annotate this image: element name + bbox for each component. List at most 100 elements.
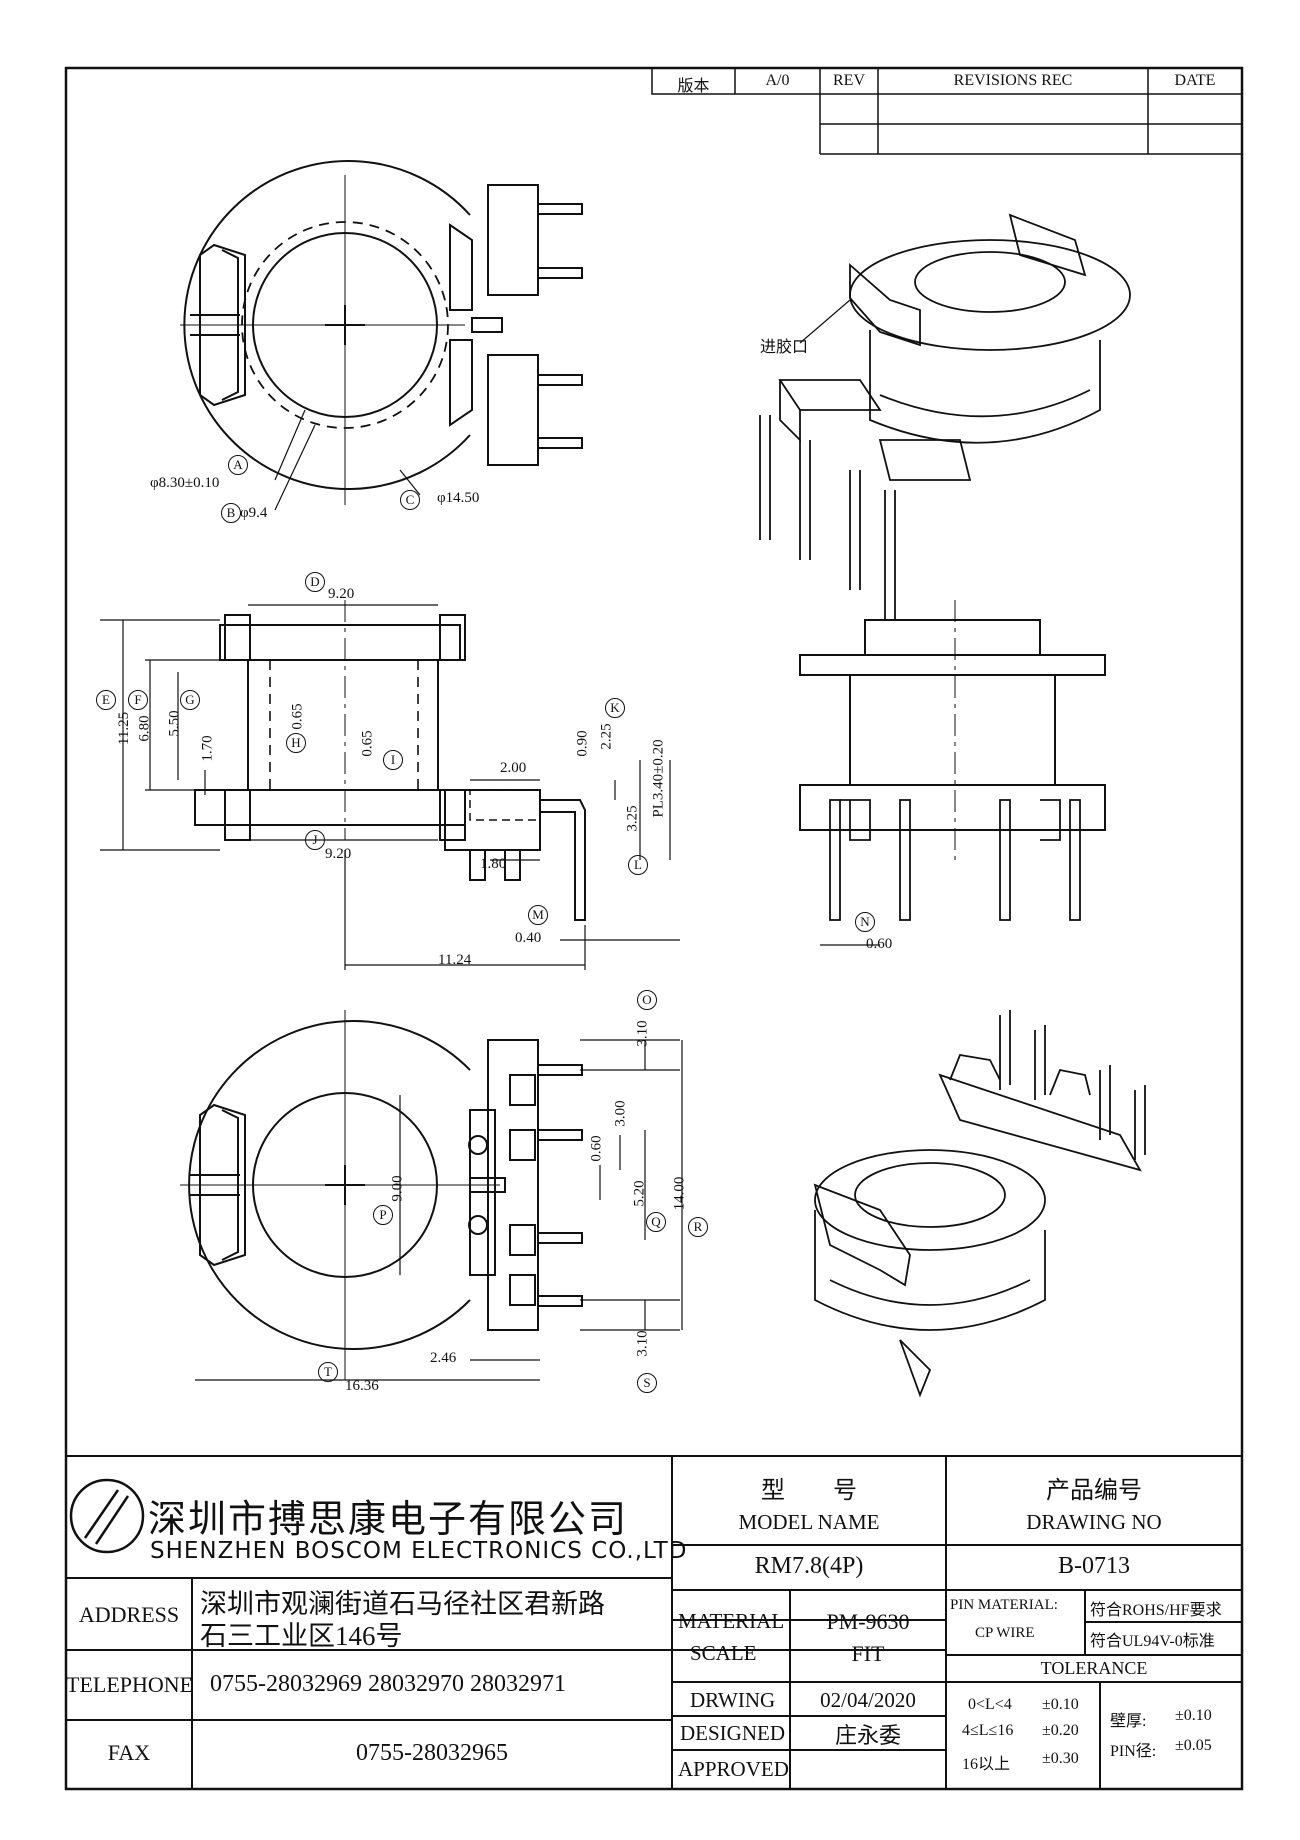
dim-K2-text: 0.90 [574, 730, 591, 757]
dim-S-text: 3.10 [634, 1330, 651, 1357]
dim-B-letter: B [221, 503, 241, 523]
dim-K-letter: K [605, 698, 625, 718]
model-name-en: MODEL NAME [738, 1510, 880, 1534]
tol-value-3: ±0.30 [1042, 1750, 1079, 1767]
dim-K-text: 2.25 [598, 723, 615, 750]
pin-material-label: PIN MATERIAL: [950, 1597, 1058, 1613]
wall-label: 壁厚: [1110, 1713, 1147, 1730]
version-label: 版本 [677, 78, 710, 95]
dim-B-text: φ9.4 [240, 505, 268, 521]
address-line1: 深圳市观澜街道石马径社区君新路 [200, 1589, 605, 1619]
dim-M-text: 0.40 [515, 930, 542, 946]
telephone-label: TELEPHONE [66, 1672, 194, 1697]
dim-M-letter: M [528, 905, 548, 925]
version-value: A/0 [765, 72, 790, 89]
top-view [180, 160, 583, 511]
ul-label: 符合UL94V-0标准 [1090, 1633, 1215, 1650]
pin-dia-value: ±0.05 [1175, 1737, 1212, 1754]
drawing-no-en: DRAWING NO [1026, 1510, 1162, 1534]
date-label: DATE [1174, 72, 1216, 89]
telephone-value: 0755-28032969 28032970 28032971 [210, 1671, 566, 1697]
isometric-view-2 [813, 1010, 1146, 1398]
dim-R-text: 14.00 [671, 1176, 688, 1211]
dim-G-text: 5.50 [166, 710, 183, 737]
designed-label: DESIGNED [680, 1721, 785, 1745]
side-view [100, 600, 680, 970]
address-label: ADDRESS [78, 1602, 180, 1627]
tol-value-2: ±0.20 [1042, 1722, 1079, 1739]
dim-I2-text: 2.00 [500, 760, 527, 776]
pin-dia-label: PIN径: [1110, 1743, 1157, 1760]
dim-W-text: 11.24 [438, 952, 472, 968]
bottom-view [180, 1010, 683, 1381]
dim-T-text: 16.36 [345, 1378, 379, 1394]
dim-F-letter: F [128, 690, 148, 710]
company-logo [69, 1478, 145, 1554]
dim-Q-text: 5.20 [631, 1180, 648, 1207]
dim-L2-text: 1.80 [480, 856, 507, 872]
fax-label: FAX [107, 1740, 151, 1765]
rev-label: REV [833, 72, 865, 89]
dim-A-letter: A [228, 455, 248, 475]
drawing-date: 02/04/2020 [820, 1688, 916, 1712]
revision-block [651, 67, 1243, 155]
dim-L-text: 3.25 [624, 805, 641, 832]
tol-value-1: ±0.10 [1042, 1696, 1079, 1713]
company-name-cn: 深圳市搏思康电子有限公司 [148, 1499, 629, 1541]
dim-C-letter: C [400, 490, 420, 510]
tol-range-2: 4≤L≤16 [962, 1722, 1014, 1739]
drawing-no-value: B-0713 [1058, 1553, 1130, 1579]
dim-H-letter: H [286, 733, 306, 753]
revisions-label: REVISIONS REC [953, 72, 1073, 89]
material-label: MATERIAL [678, 1609, 785, 1633]
dim-O-text: 3.10 [634, 1020, 651, 1047]
material-value: PM-9630 [826, 1609, 910, 1634]
gate-label: 进胶口 [760, 339, 809, 356]
wall-value: ±0.10 [1175, 1707, 1212, 1724]
approved-label: APPROVED [678, 1757, 789, 1781]
dim-Q-letter: Q [646, 1212, 666, 1232]
model-name-value: RM7.8(4P) [754, 1553, 864, 1579]
dim-I-text: 0.65 [359, 730, 376, 757]
fax-value: 0755-28032965 [356, 1740, 508, 1766]
model-name-cn: 型 号 [761, 1478, 857, 1504]
scale-label: SCALE [690, 1641, 757, 1665]
rohs-label: 符合ROHS/HF要求 [1090, 1602, 1222, 1619]
dim-A-text: φ8.30±0.10 [150, 475, 220, 491]
address-line2: 石三工业区146号 [200, 1621, 403, 1651]
dim-P-letter: P [373, 1205, 393, 1225]
dim-T2-text: 2.46 [430, 1350, 457, 1366]
drawing-label: DRWING [690, 1688, 776, 1712]
dim-L-letter: L [628, 855, 648, 875]
dim-E-letter: E [96, 690, 116, 710]
dim-I-letter: I [383, 750, 403, 770]
tolerance-label: TOLERANCE [1040, 1658, 1148, 1678]
dim-J-text: 9.20 [325, 846, 352, 862]
tol-range-3: 16以上 [962, 1756, 1011, 1773]
designed-value: 庄永委 [834, 1723, 901, 1748]
front-view [799, 600, 1106, 946]
scale-value: FIT [851, 1641, 885, 1666]
pin-material-value: CP WIRE [975, 1625, 1035, 1641]
drawing-no-cn: 产品编号 [1046, 1478, 1142, 1504]
dim-J-letter: J [305, 830, 325, 850]
tol-range-1: 0<L<4 [968, 1696, 1012, 1713]
dim-F-text: 6.80 [136, 715, 153, 742]
dim-N-letter: N [855, 912, 875, 932]
dim-N-text: 0.60 [866, 936, 893, 952]
dim-C-text: φ14.50 [437, 490, 480, 506]
dim-P-text: 9.00 [389, 1175, 406, 1202]
dim-D-letter: D [305, 572, 325, 592]
dim-S-letter: S [637, 1373, 657, 1393]
dim-G-letter: G [180, 690, 200, 710]
dim-PL-text: PL3.40±0.20 [650, 739, 667, 818]
dim-G2-text: 1.70 [199, 735, 216, 762]
title-block-lines [66, 1455, 1242, 1789]
dim-T-letter: T [318, 1362, 338, 1382]
dim-R-letter: R [688, 1217, 708, 1237]
dim-O-letter: O [637, 990, 657, 1010]
dim-Q3-text: 0.60 [588, 1135, 605, 1162]
company-name-en: SHENZHEN BOSCOM ELECTRONICS CO.,LTD [150, 1538, 688, 1564]
